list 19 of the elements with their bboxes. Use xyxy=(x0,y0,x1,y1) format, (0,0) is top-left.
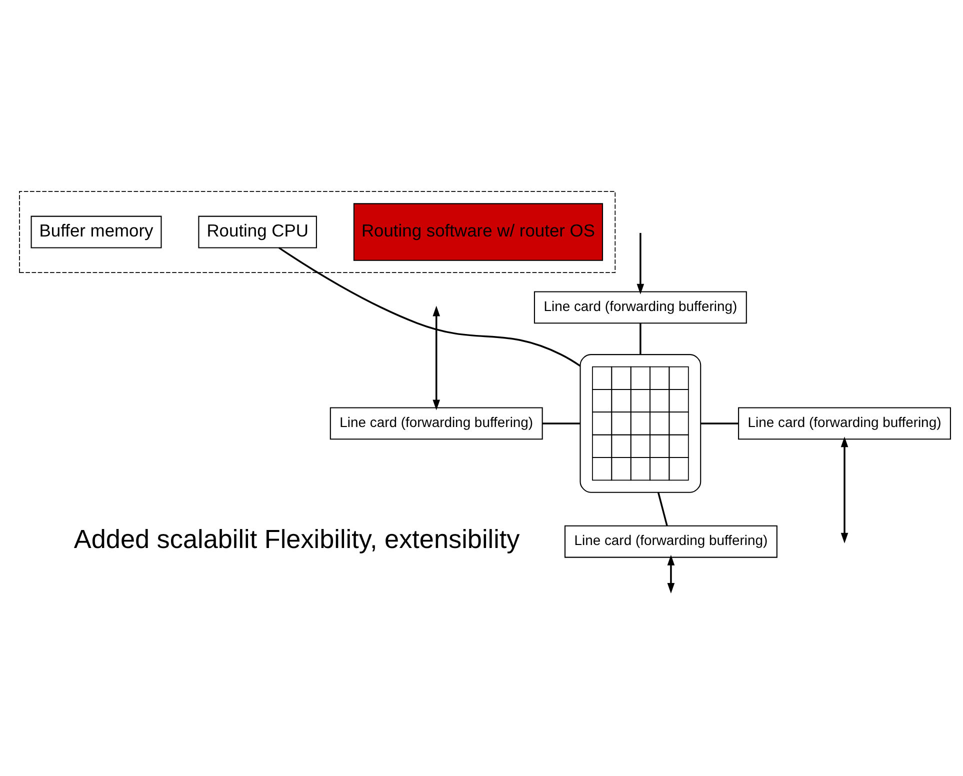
node-box xyxy=(580,354,702,493)
connector xyxy=(700,422,738,424)
arrow xyxy=(636,232,644,294)
arrow xyxy=(840,436,848,544)
node-box: Routing CPU xyxy=(198,216,317,248)
connector xyxy=(542,422,580,424)
cluster xyxy=(19,191,616,273)
connector xyxy=(278,247,581,367)
arrow xyxy=(667,554,675,594)
node-box: Routing software w/ router OS xyxy=(353,203,604,261)
node-box: Line card (forwarding buffering) xyxy=(330,407,543,440)
connector xyxy=(640,323,642,354)
node-box: Line card (forwarding buffering) xyxy=(564,525,778,558)
node-box: Line card (forwarding buffering) xyxy=(534,291,747,324)
connector xyxy=(657,492,668,526)
node-box: Line card (forwarding buffering) xyxy=(738,407,951,440)
node-box: Buffer memory xyxy=(30,216,162,248)
arrow xyxy=(432,306,440,410)
label: Added scalabilit Flexibility, extensibility xyxy=(74,524,520,554)
